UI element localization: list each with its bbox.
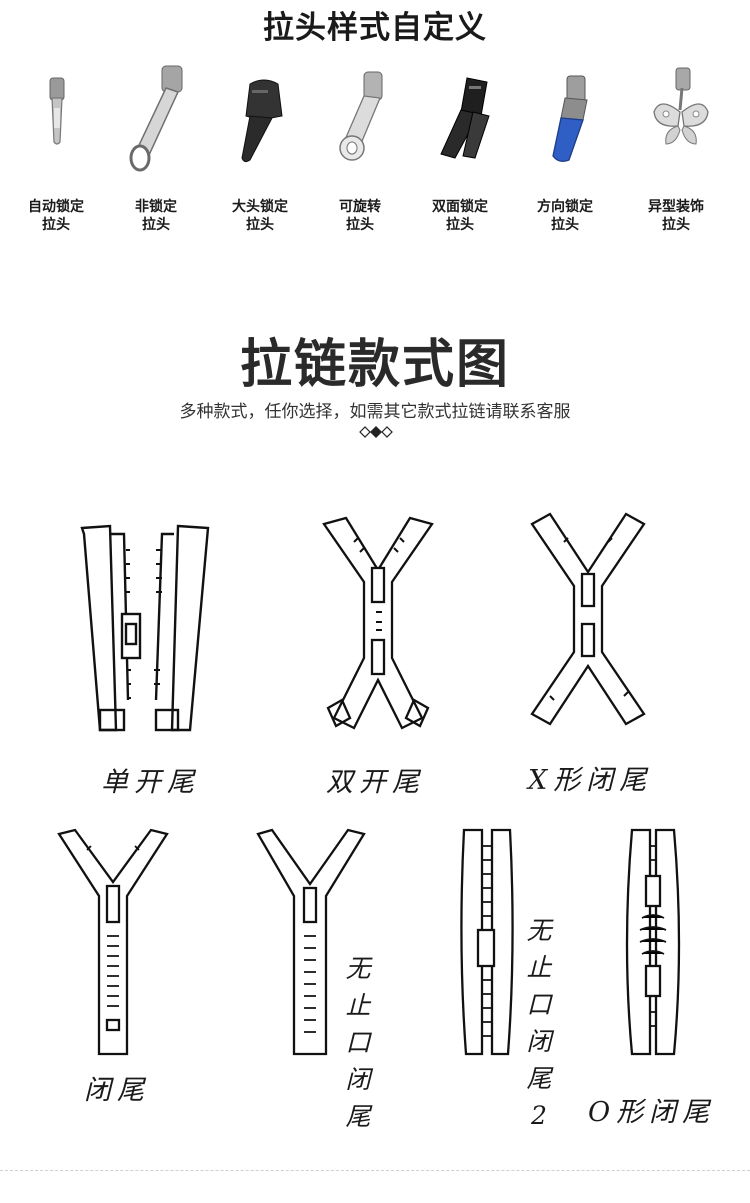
puller-label-line1: 异型装饰 xyxy=(648,199,704,215)
diagram-label-o-closed-end: O形闭尾 xyxy=(588,1097,716,1128)
puller-label-line2: 拉头 xyxy=(42,217,70,233)
puller-label-line1: 方向锁定 xyxy=(537,199,593,215)
puller-item-decorative[interactable]: 异型装饰 拉头 xyxy=(626,60,726,240)
zipper-style-subtitle: 多种款式，任你选择，如需其它款式拉链请联系客服 xyxy=(179,402,571,422)
zipper-diagram-two-way-open-end xyxy=(322,516,434,730)
puller-label-line1: 自动锁定 xyxy=(28,199,84,215)
black-big-head-puller-icon xyxy=(241,79,283,163)
silver-auto-lock-puller-icon xyxy=(49,77,65,145)
puller-item-auto-lock[interactable]: 自动锁定 拉头 xyxy=(6,60,106,240)
butterfly-decor-puller-icon xyxy=(653,67,709,145)
puller-item-direction-lock[interactable]: 方向锁定 拉头 xyxy=(515,60,615,240)
silver-ring-puller-icon xyxy=(129,65,183,172)
puller-label-line2: 拉头 xyxy=(446,217,474,233)
diagram-label-two-way-open-end: 双开尾 xyxy=(326,767,425,798)
puller-section-title: 拉头样式自定义 xyxy=(263,10,487,46)
silver-rotating-puller-icon xyxy=(339,71,383,161)
puller-label-line2: 拉头 xyxy=(346,217,374,233)
zipper-style-title: 拉链款式图 xyxy=(239,335,510,395)
puller-item-rotating[interactable]: 可旋转 拉头 xyxy=(310,60,410,240)
zipper-diagram-closed-end xyxy=(57,828,169,1056)
zipper-diagram-x-closed-end xyxy=(530,512,646,726)
puller-label-line1: 大头锁定 xyxy=(232,199,288,215)
diamond-divider-icon xyxy=(359,426,393,438)
diagram-label-open-end: 单开尾 xyxy=(101,767,200,798)
diagram-label-closed-end-no-stop: 无止口闭尾 xyxy=(345,954,371,1131)
zipper-diagram-closed-end-no-stop-2 xyxy=(460,828,514,1056)
puller-label-line1: 双面锁定 xyxy=(432,199,488,215)
diagram-label-closed-end: 闭尾 xyxy=(84,1075,150,1106)
diagram-label-x-closed-end: X形闭尾 xyxy=(528,765,653,796)
puller-label-line2: 拉头 xyxy=(551,217,579,233)
black-double-sided-puller-icon xyxy=(440,77,490,159)
bottom-divider xyxy=(0,1170,750,1171)
zipper-diagram-o-closed-end xyxy=(625,828,681,1056)
diagram-label-closed-end-no-stop-2: 无止口闭尾2 xyxy=(526,916,552,1130)
puller-item-non-lock[interactable]: 非锁定 拉头 xyxy=(106,60,206,240)
puller-label-line1: 可旋转 xyxy=(339,199,381,215)
puller-label-line2: 拉头 xyxy=(246,217,274,233)
puller-label-line2: 拉头 xyxy=(142,217,170,233)
zipper-diagram-closed-end-no-stop xyxy=(256,828,366,1056)
puller-label-line1: 非锁定 xyxy=(135,199,177,215)
blue-direction-lock-puller-icon xyxy=(552,75,588,162)
zipper-diagram-open-end xyxy=(80,524,210,732)
puller-item-big-head-lock[interactable]: 大头锁定 拉头 xyxy=(210,60,310,240)
puller-style-list: 自动锁定 拉头 非锁定 拉头 大头锁定 拉头 xyxy=(0,60,750,240)
puller-label-line2: 拉头 xyxy=(662,217,690,233)
puller-item-double-sided[interactable]: 双面锁定 拉头 xyxy=(410,60,510,240)
